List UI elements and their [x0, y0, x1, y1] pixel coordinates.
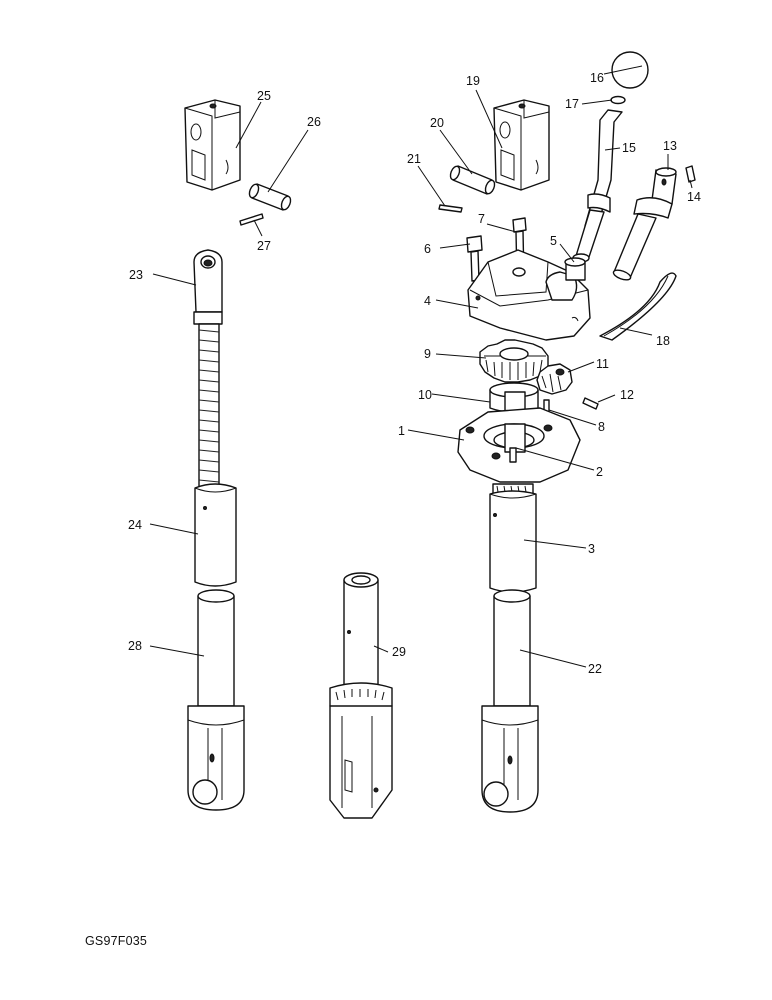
- callout-10: 10: [418, 388, 432, 402]
- clevis-block-25: [184, 99, 241, 191]
- callout-15: 15: [622, 141, 636, 155]
- callout-21: 21: [407, 152, 421, 166]
- callout-11: 11: [596, 357, 609, 371]
- reference-code: GS97F035: [85, 934, 147, 948]
- collar-5: [564, 257, 586, 281]
- callout-17: 17: [565, 97, 579, 111]
- pin-12: [582, 397, 599, 410]
- base-plate-1: [457, 407, 581, 483]
- threaded-rod-23: [193, 249, 223, 493]
- callout-5: 5: [550, 234, 557, 248]
- split-pin-27: [239, 213, 264, 226]
- lower-tube-28: [187, 589, 245, 811]
- callout-18: 18: [656, 334, 670, 348]
- split-pin-21: [438, 204, 463, 213]
- tube-clevis-29: [329, 572, 393, 819]
- callout-4: 4: [424, 294, 431, 308]
- callout-24: 24: [128, 518, 142, 532]
- washer-17: [610, 95, 626, 105]
- callout-2: 2: [596, 465, 603, 479]
- shaft-13: [612, 167, 677, 281]
- callout-29: 29: [392, 645, 406, 659]
- sleeve-24: [194, 483, 237, 587]
- callout-26: 26: [307, 115, 321, 129]
- callout-20: 20: [430, 116, 444, 130]
- callout-14: 14: [687, 190, 701, 204]
- callout-25: 25: [257, 89, 271, 103]
- callout-27: 27: [257, 239, 271, 253]
- callout-7: 7: [478, 212, 485, 226]
- leader-lines: [149, 65, 693, 668]
- callout-19: 19: [466, 74, 480, 88]
- callout-12: 12: [620, 388, 634, 402]
- spring-strip-18: [599, 272, 677, 341]
- pin-20: [449, 165, 496, 195]
- pin-14: [685, 165, 696, 183]
- knob-16: [611, 51, 649, 89]
- callout-6: 6: [424, 242, 431, 256]
- thread-hatching: [198, 329, 220, 483]
- lower-tube-22: [481, 589, 539, 813]
- callout-3: 3: [588, 542, 595, 556]
- pinion-11: [536, 363, 573, 395]
- callout-22: 22: [588, 662, 602, 676]
- lever-15: [572, 109, 623, 263]
- clevis-block-19: [493, 99, 550, 191]
- callout-1: 1: [398, 424, 405, 438]
- callout-8: 8: [598, 420, 605, 434]
- gear-9: [479, 339, 549, 383]
- upper-tube-3: [489, 483, 537, 593]
- callouts: 25 26 27 23 24 28 29 16 17 19 20 21 15 1…: [128, 71, 701, 676]
- callout-16: 16: [590, 71, 604, 85]
- callout-23: 23: [129, 268, 143, 282]
- callout-13: 13: [663, 139, 677, 153]
- callout-28: 28: [128, 639, 142, 653]
- callout-9: 9: [424, 347, 431, 361]
- pin-26: [248, 183, 292, 211]
